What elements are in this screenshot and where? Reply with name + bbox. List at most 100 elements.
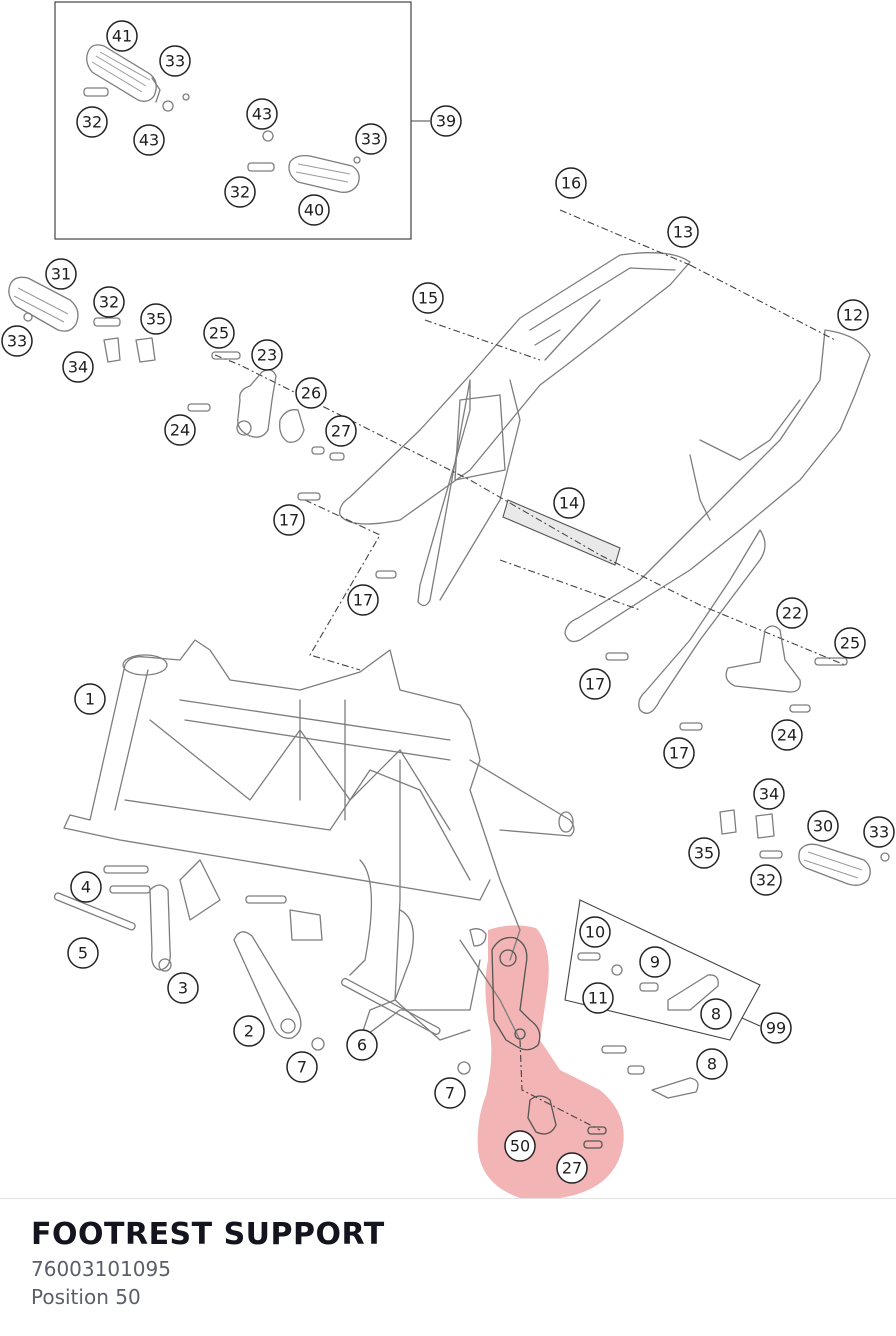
callout-17[interactable]: 17 [273,504,305,536]
callout-32[interactable]: 32 [76,106,108,138]
callout-27[interactable]: 27 [325,415,357,447]
svg-text:22: 22 [782,604,802,623]
callout-32[interactable]: 32 [224,176,256,208]
callout-27[interactable]: 27 [556,1152,588,1184]
footpeg-right-rider [719,809,890,886]
callout-26[interactable]: 26 [295,377,327,409]
svg-text:33: 33 [869,823,889,842]
footrest-8 [667,974,719,1011]
svg-text:16: 16 [561,174,581,193]
callout-2[interactable]: 2 [233,1015,265,1047]
svg-text:1: 1 [85,690,95,709]
callout-16[interactable]: 16 [555,167,587,199]
bolt-4 [103,865,149,874]
svg-text:8: 8 [711,1005,721,1024]
callout-17[interactable]: 17 [579,668,611,700]
svg-text:32: 32 [82,113,102,132]
svg-text:17: 17 [585,675,605,694]
bushing-7 [457,1061,471,1075]
bolt-17 [297,492,321,501]
callout-33[interactable]: 33 [159,45,191,77]
callout-31[interactable]: 31 [45,258,77,290]
callout-22[interactable]: 22 [776,597,808,629]
callout-33[interactable]: 33 [355,123,387,155]
bolt-10 [577,952,601,961]
svg-text:31: 31 [51,265,71,284]
kit-box-99 [564,899,761,1041]
callout-33[interactable]: 33 [863,816,895,848]
svg-text:12: 12 [843,306,863,325]
callout-23[interactable]: 23 [251,339,283,371]
callout-10[interactable]: 10 [579,916,611,948]
callout-34[interactable]: 34 [62,351,94,383]
callout-14[interactable]: 14 [553,487,585,519]
callout-33[interactable]: 33 [1,325,33,357]
svg-text:32: 32 [99,293,119,312]
highlight-position-50 [477,925,624,1198]
svg-text:23: 23 [257,346,277,365]
part-title: FOOTREST SUPPORT [31,1217,385,1252]
svg-text:33: 33 [361,130,381,149]
bolt-4 [109,885,151,894]
callout-17[interactable]: 17 [347,584,379,616]
callout-13[interactable]: 13 [667,216,699,248]
callout-99[interactable]: 99 [760,1012,792,1044]
callout-41[interactable]: 41 [106,20,138,52]
callout-3[interactable]: 3 [167,972,199,1004]
callout-35[interactable]: 35 [688,837,720,869]
washer-11 [611,964,623,976]
callout-7[interactable]: 7 [286,1051,318,1083]
main-frame [63,639,575,1041]
callout-30[interactable]: 30 [807,810,839,842]
callout-5[interactable]: 5 [67,937,99,969]
callout-1[interactable]: 1 [74,683,106,715]
svg-text:17: 17 [669,744,689,763]
part-info-panel: FOOTREST SUPPORT 76003101095 Position 50 [0,1198,896,1336]
part-number: 76003101095 [31,1257,171,1281]
callout-17[interactable]: 17 [663,737,695,769]
callout-6[interactable]: 6 [346,1029,378,1061]
svg-text:43: 43 [139,131,159,150]
svg-text:35: 35 [146,310,166,329]
callout-11[interactable]: 11 [582,982,614,1014]
callout-9[interactable]: 9 [639,946,671,978]
callout-40[interactable]: 40 [298,194,330,226]
svg-text:26: 26 [301,384,321,403]
callout-39[interactable]: 39 [430,105,462,137]
callout-7[interactable]: 7 [434,1077,466,1109]
callout-4[interactable]: 4 [70,871,102,903]
svg-text:17: 17 [353,591,373,610]
rear-subframe [339,252,871,714]
svg-text:17: 17 [279,511,299,530]
svg-text:27: 27 [562,1159,582,1178]
svg-text:14: 14 [559,494,579,513]
callout-24[interactable]: 24 [771,719,803,751]
callout-43[interactable]: 43 [133,124,165,156]
callout-24[interactable]: 24 [164,414,196,446]
svg-text:50: 50 [510,1137,530,1156]
svg-text:5: 5 [78,944,88,963]
callout-43[interactable]: 43 [246,98,278,130]
callout-8[interactable]: 8 [700,998,732,1030]
svg-text:7: 7 [297,1058,307,1077]
bolt-6 [340,977,441,1035]
svg-text:40: 40 [304,201,324,220]
svg-text:39: 39 [436,112,456,131]
callout-50[interactable]: 50 [504,1130,536,1162]
callout-34[interactable]: 34 [753,778,785,810]
callout-35[interactable]: 35 [140,303,172,335]
callout-15[interactable]: 15 [412,282,444,314]
link-3 [149,884,172,972]
svg-text:30: 30 [813,817,833,836]
callout-8[interactable]: 8 [696,1048,728,1080]
callout-12[interactable]: 12 [837,299,869,331]
svg-text:35: 35 [694,844,714,863]
footrest-bracket-22 [725,625,848,713]
svg-text:25: 25 [840,634,860,653]
callout-25[interactable]: 25 [834,627,866,659]
callout-32[interactable]: 32 [750,864,782,896]
svg-text:33: 33 [7,332,27,351]
svg-text:99: 99 [766,1019,786,1038]
callout-25[interactable]: 25 [203,317,235,349]
callout-32[interactable]: 32 [93,286,125,318]
